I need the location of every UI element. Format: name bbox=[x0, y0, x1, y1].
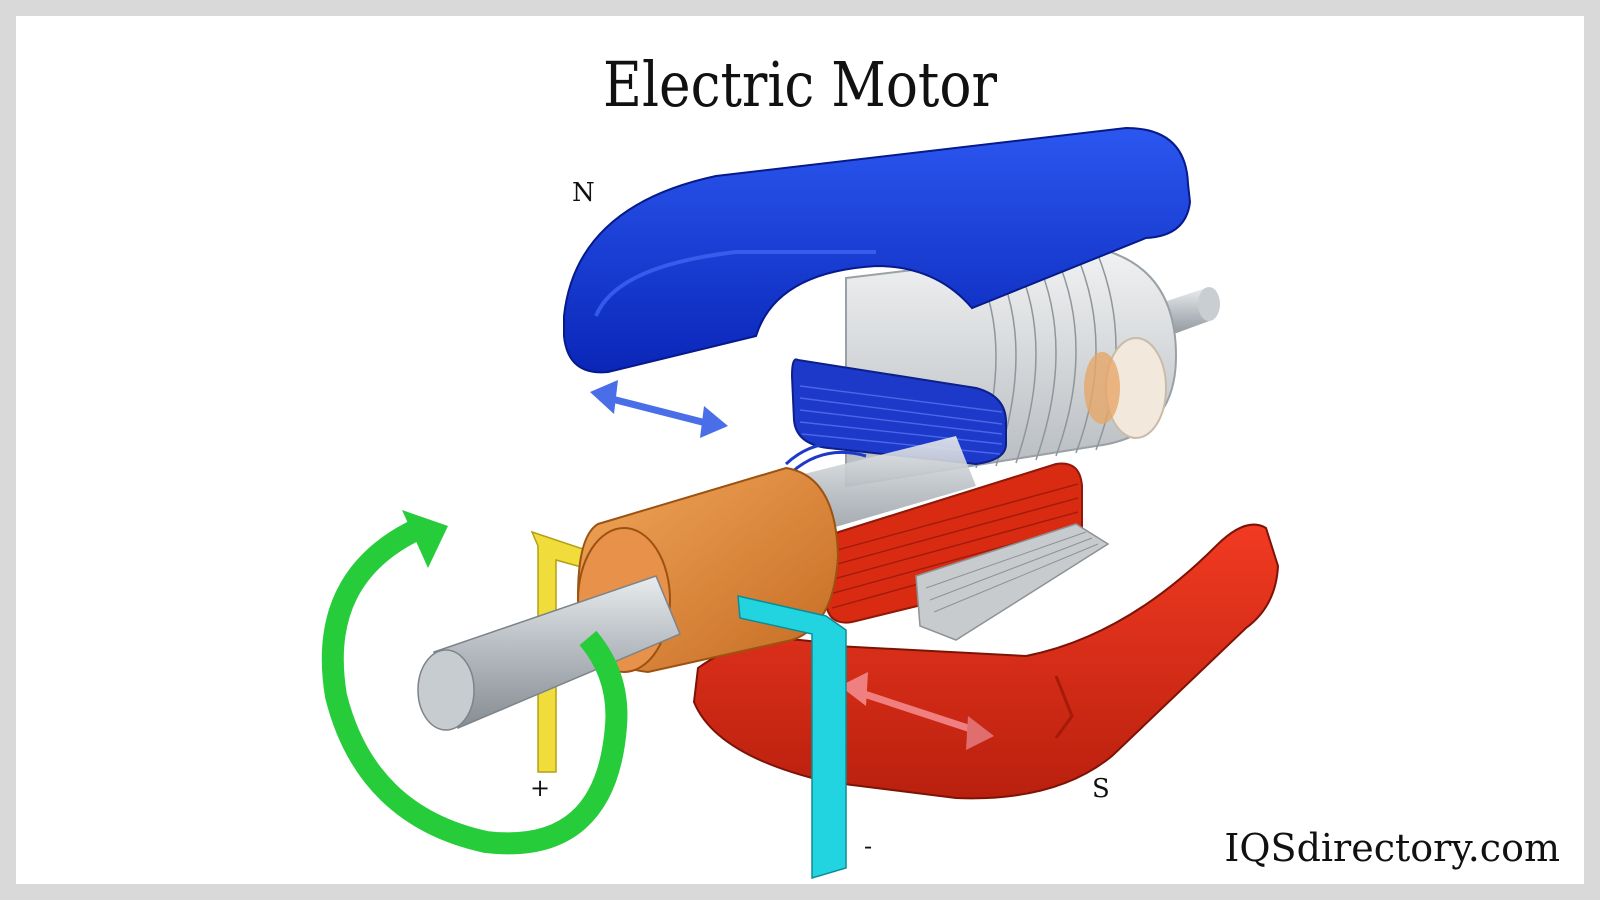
north-pole-label: N bbox=[572, 178, 595, 208]
negative-brush bbox=[737, 595, 847, 880]
shaft-front bbox=[417, 575, 681, 731]
rotation-arrow bbox=[321, 510, 628, 855]
core-laminations-lower bbox=[915, 523, 1110, 641]
diagram-frame: Electric Motor N S + - IQSdirectory.com bbox=[16, 16, 1584, 884]
south-pole-label: S bbox=[1092, 774, 1110, 804]
negative-terminal-label: - bbox=[864, 832, 873, 860]
motor-illustration bbox=[321, 126, 1280, 880]
south-motion-arrow bbox=[840, 672, 994, 750]
positive-terminal-label: + bbox=[530, 774, 551, 802]
diagram-title: Electric Motor bbox=[603, 48, 997, 121]
north-magnet bbox=[563, 126, 1192, 374]
north-motion-arrow bbox=[590, 380, 728, 438]
brand-watermark: IQSdirectory.com bbox=[1224, 826, 1560, 870]
